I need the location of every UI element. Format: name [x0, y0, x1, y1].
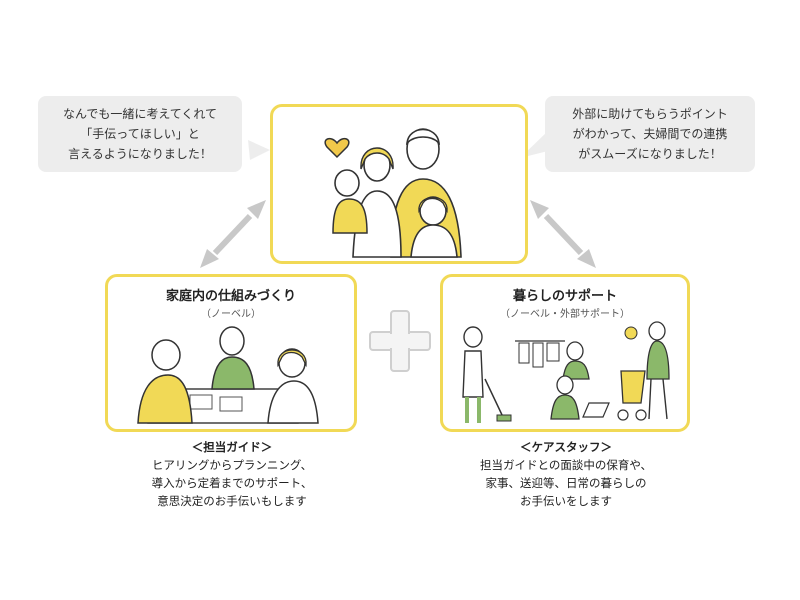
- bubble-left-tail: [248, 140, 270, 160]
- bubble-right-tail: [520, 132, 552, 158]
- heart-icon: [324, 137, 350, 159]
- guide-desc-line-1: ヒアリングからプランニング、: [151, 458, 313, 472]
- sun-icon: [624, 326, 638, 340]
- speech-bubble-right: 外部に助けてもらうポイント がわかって、夫婦間での連携 がスムーズになりました！: [545, 96, 755, 172]
- arrow-left-icon: [200, 200, 266, 268]
- guide-description: ＜担当ガイド＞ ヒアリングからプランニング、 導入から定着までのサポート、 意思…: [110, 438, 354, 510]
- guide-role-label: ＜担当ガイド＞: [191, 440, 273, 454]
- guide-desc-line-3: 意思決定のお手伝いもします: [157, 494, 307, 508]
- bubble-right-line-2: がわかって、夫婦間での連携: [572, 127, 728, 141]
- family-box: [270, 104, 528, 264]
- care-staff-desc-line-3: お手伝いをします: [520, 494, 612, 508]
- bubble-left-line-3: 言えるようになりました！: [68, 147, 212, 161]
- life-support-subtitle: （ノーベル・外部サポート）: [500, 309, 630, 320]
- life-support-title: 暮らしのサポート: [512, 289, 617, 304]
- care-staff-desc-line-2: 家事、送迎等、日常の暮らしの: [485, 476, 647, 490]
- bubble-left-line-2: 「手伝ってほしい」と: [80, 127, 200, 141]
- meeting-illustration: [137, 326, 319, 424]
- home-system-subtitle: （ノーベル）: [201, 309, 261, 320]
- care-staff-illustration: [462, 321, 670, 423]
- guide-desc-line-2: 導入から定着までのサポート、: [151, 476, 313, 490]
- speech-bubble-left: なんでも一緒に考えてくれて 「手伝ってほしい」と 言えるようになりました！: [38, 96, 242, 172]
- family-illustration: [324, 128, 462, 258]
- care-staff-description: ＜ケアスタッフ＞ 担当ガイドとの面談中の保育や、 家事、送迎等、日常の暮らしの …: [446, 438, 686, 510]
- care-staff-desc-line-1: 担当ガイドとの面談中の保育や、: [479, 458, 653, 472]
- home-system-box: 家庭内の仕組みづくり （ノーベル）: [105, 274, 357, 432]
- bubble-right-line-3: がスムーズになりました！: [578, 147, 722, 161]
- life-support-box: 暮らしのサポート （ノーベル・外部サポート）: [440, 274, 690, 432]
- bubble-left-line-1: なんでも一緒に考えてくれて: [62, 107, 218, 121]
- arrow-right-icon: [530, 200, 596, 268]
- bubble-right-line-1: 外部に助けてもらうポイント: [572, 107, 728, 121]
- plus-icon: [369, 310, 431, 372]
- care-staff-role-label: ＜ケアスタッフ＞: [520, 440, 612, 454]
- home-system-title: 家庭内の仕組みづくり: [165, 289, 296, 304]
